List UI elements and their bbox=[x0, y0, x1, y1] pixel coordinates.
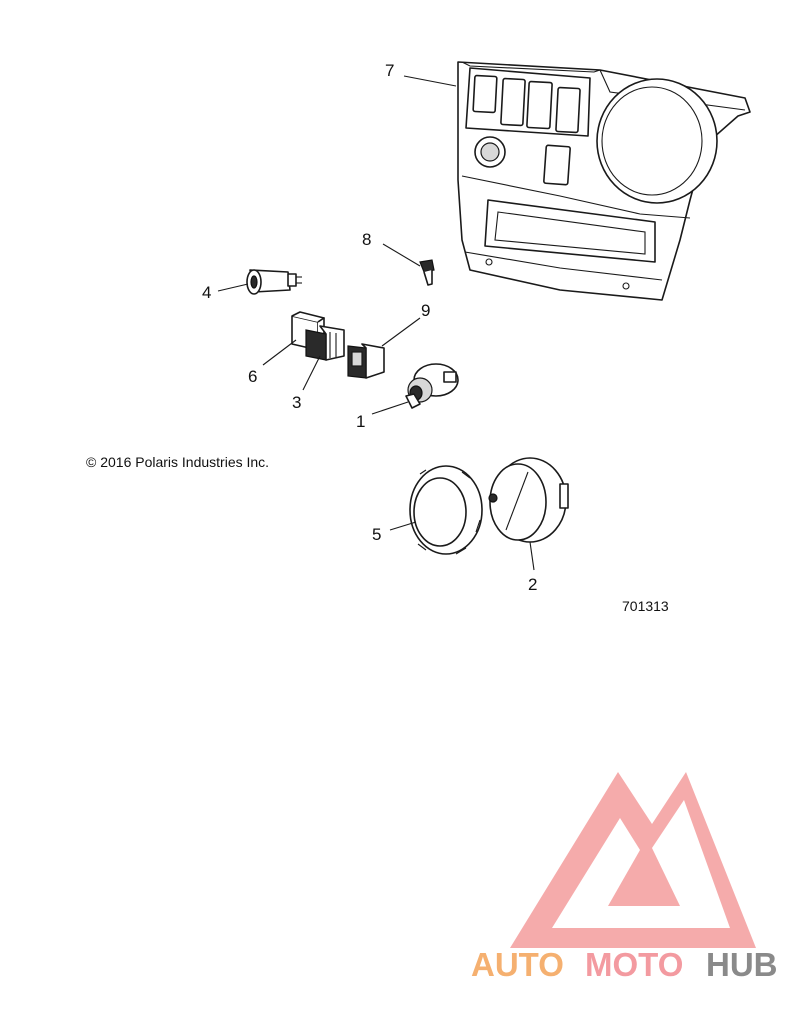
callout-2: 2 bbox=[528, 575, 537, 594]
power-outlet-part bbox=[246, 269, 302, 295]
callout-3: 3 bbox=[292, 393, 301, 412]
switch-part-9 bbox=[347, 343, 385, 379]
dash-panel-part bbox=[457, 61, 751, 301]
watermark-text: AUTO MOTO HUB bbox=[471, 946, 778, 983]
watermark-inner-icon bbox=[618, 860, 660, 892]
copyright-text: © 2016 Polaris Industries Inc. bbox=[86, 454, 269, 470]
watermark-logo bbox=[510, 772, 756, 948]
watermark-word-auto: AUTO bbox=[471, 946, 564, 983]
gauge-part bbox=[488, 457, 569, 543]
watermark-triangle-icon bbox=[510, 772, 756, 948]
rocker-switch-part bbox=[305, 325, 345, 361]
callout-9: 9 bbox=[421, 301, 430, 320]
gauge-bezel-part bbox=[409, 465, 483, 555]
ignition-switch-part bbox=[405, 363, 459, 409]
callout-7: 7 bbox=[385, 61, 394, 80]
callout-5: 5 bbox=[372, 525, 381, 544]
diagram-part-number: 701313 bbox=[622, 598, 669, 614]
watermark-word-moto: MOTO bbox=[585, 946, 683, 983]
watermark-word-hub: HUB bbox=[706, 946, 778, 983]
callout-1: 1 bbox=[356, 412, 365, 431]
callout-8: 8 bbox=[362, 230, 371, 249]
callout-6: 6 bbox=[248, 367, 257, 386]
callout-4: 4 bbox=[202, 283, 211, 302]
push-clip-part bbox=[419, 259, 435, 286]
leader-lines bbox=[217, 75, 535, 571]
